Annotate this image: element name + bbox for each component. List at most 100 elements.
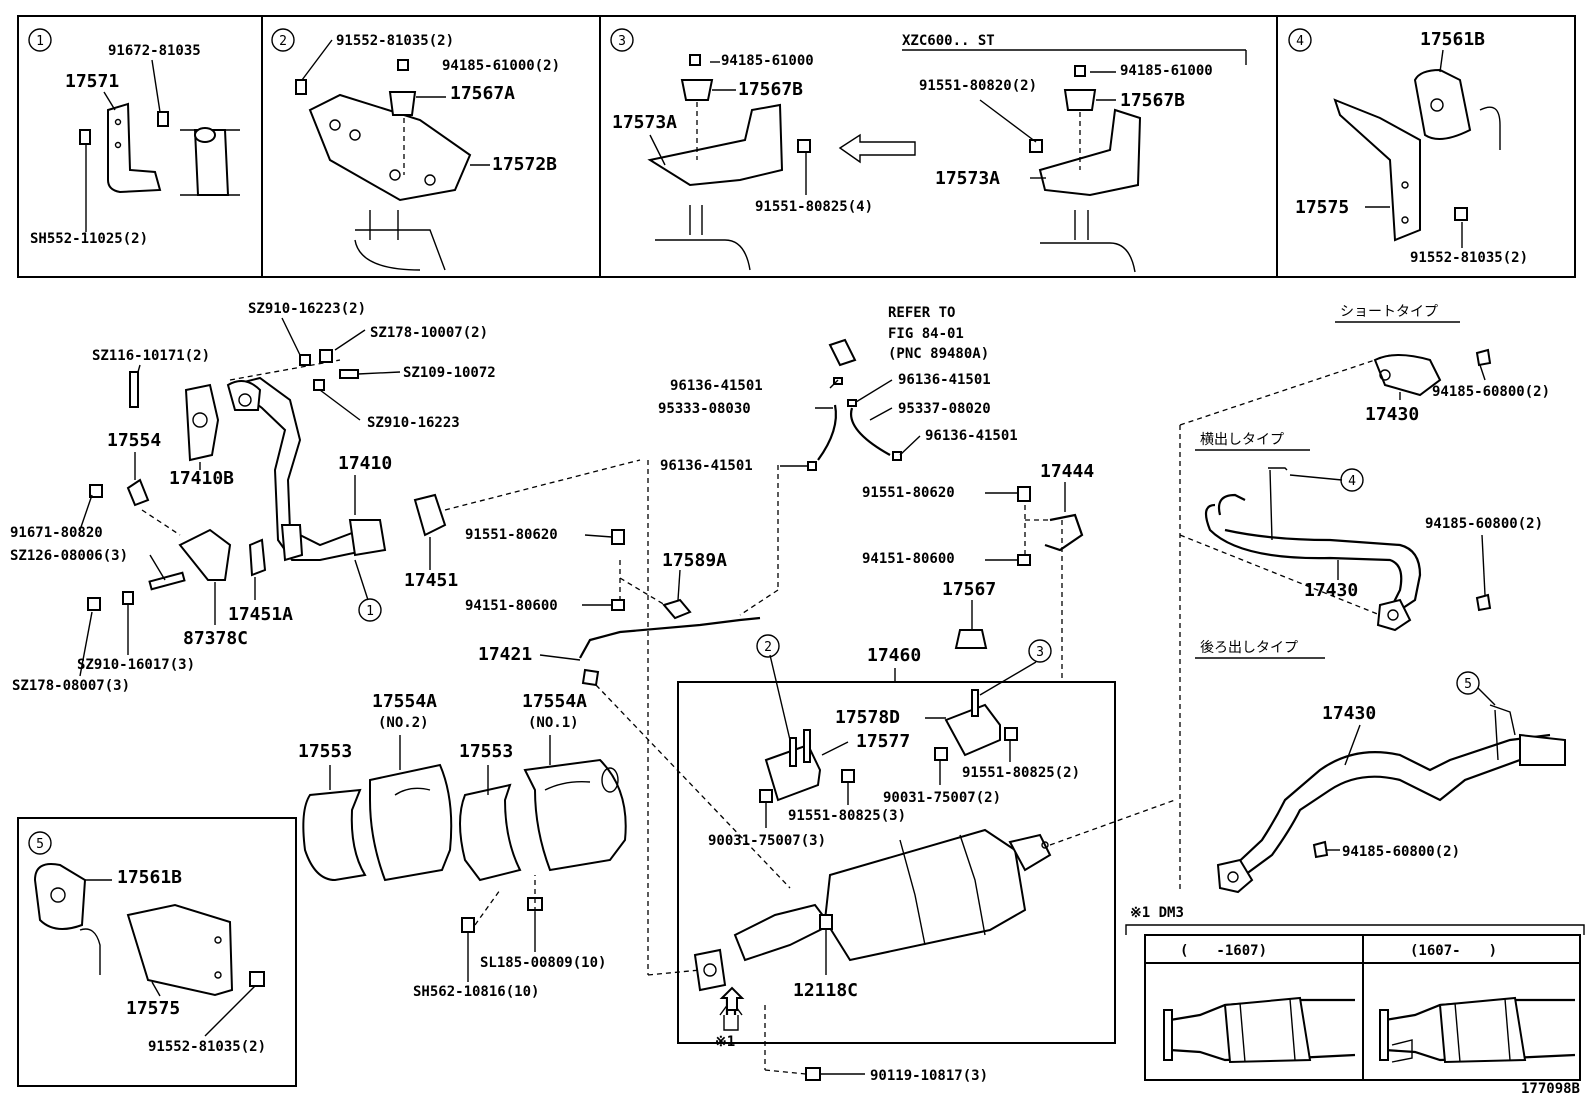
part-label: 94151-80600 xyxy=(862,551,955,567)
part-label: SZ178-08007(3) xyxy=(12,678,130,694)
callout-circle-1 xyxy=(28,28,52,52)
part-label: 90119-10817(3) xyxy=(870,1068,988,1084)
part-label: 17577 xyxy=(856,731,910,752)
part-label: 17451 xyxy=(404,570,458,591)
part-label: 91671-80820 xyxy=(10,525,103,541)
part-label: 17573A xyxy=(612,112,677,133)
part-label: 94185-60800(2) xyxy=(1425,516,1543,532)
sensor-pipe-drawing xyxy=(539,338,1084,976)
bracket-drawing xyxy=(79,59,240,232)
part-label: SZ116-10171(2) xyxy=(92,348,210,364)
inset-title: ※1 DM3 xyxy=(1130,905,1184,921)
part-label: 94185-61000 xyxy=(721,53,814,69)
refer-text: (PNC 89480A) xyxy=(888,346,989,362)
marker-label: ※1 xyxy=(715,1034,735,1050)
panel-1: 1 91672-81035 17571 SH552-11025(2) xyxy=(28,28,240,247)
dm3-pipe-left xyxy=(1163,996,1356,1064)
part-label: 90031-75007(2) xyxy=(883,790,1001,806)
callout-circle-4 xyxy=(1288,28,1312,52)
part-label: 91672-81035 xyxy=(108,43,201,59)
part-label: SZ910-16017(3) xyxy=(77,657,195,673)
part-label: 94185-61000 xyxy=(1120,63,1213,79)
part-label: 17573A xyxy=(935,168,1000,189)
tailpipe-group: ショートタイプ 94185-60800(2) 17430 横出しタイプ 9418… xyxy=(1179,304,1566,894)
bracket-drawing xyxy=(647,54,1142,273)
inset-col-header: ( -1607) xyxy=(1180,943,1267,959)
inset-col-header: (1607- ) xyxy=(1410,943,1497,959)
part-label: 91551-80825(4) xyxy=(755,199,873,215)
callout-number: 4 xyxy=(1296,34,1304,49)
refer-text: REFER TO xyxy=(888,305,955,321)
callout-circle-5 xyxy=(28,831,52,855)
part-label: 17561B xyxy=(1420,29,1485,50)
part-label: 17430 xyxy=(1365,404,1419,425)
part-label: 17575 xyxy=(1295,197,1349,218)
left-group: SZ910-16223(2) SZ178-10007(2) SZ116-1017… xyxy=(10,301,641,694)
part-label: 17554 xyxy=(107,430,161,451)
part-label: SZ126-08006(3) xyxy=(10,548,128,564)
part-label: 90031-75007(3) xyxy=(708,833,826,849)
diagram-id: 177098B xyxy=(1521,1081,1580,1097)
dm3-inset: ※1 DM3 ( -1607) (1607- ) xyxy=(1125,905,1585,1081)
part-label: 91551-80820(2) xyxy=(919,78,1037,94)
part-label: SH562-10816(10) xyxy=(413,984,539,1000)
panel-4: 4 17561B 17575 91552-81035(2) xyxy=(1288,28,1528,266)
dm3-pipe-right xyxy=(1379,996,1576,1064)
part-label: 17554A xyxy=(372,691,437,712)
part-label: 91552-81035(2) xyxy=(1410,250,1528,266)
part-label: SZ910-16223(2) xyxy=(248,301,366,317)
variant-label: 横出しタイプ xyxy=(1200,432,1284,448)
part-label: 91551-80825(2) xyxy=(962,765,1080,781)
callout-circle-3 xyxy=(610,28,634,52)
part-label: (NO.2) xyxy=(378,715,429,731)
variant-title: XZC600.. ST xyxy=(902,33,995,49)
part-label: 17578D xyxy=(835,707,900,728)
part-label: 17444 xyxy=(1040,461,1094,482)
variant-label: ショートタイプ xyxy=(1340,304,1438,320)
callout-number: 4 xyxy=(1348,474,1356,489)
callout-circle-2 xyxy=(271,28,295,52)
part-label: 17410 xyxy=(338,453,392,474)
variant-label: 後ろ出しタイプ xyxy=(1200,640,1298,656)
part-label: 91551-80825(3) xyxy=(788,808,906,824)
part-label: 17567 xyxy=(942,579,996,600)
part-label: 17421 xyxy=(478,644,532,665)
part-label: 94185-60800(2) xyxy=(1432,384,1550,400)
part-label: 94185-60800(2) xyxy=(1342,844,1460,860)
bracket-drawing xyxy=(1333,49,1501,248)
callout-number: 3 xyxy=(1036,645,1044,660)
panel-5: 5 17561B 17575 91552-81035(2) xyxy=(17,817,297,1087)
part-label: 17451A xyxy=(228,604,293,625)
part-label: SZ910-16223 xyxy=(367,415,460,431)
muffler-group: 17460 17578D 17577 91551-80825(2) 90031-… xyxy=(677,634,1176,1084)
part-label: 17553 xyxy=(298,741,352,762)
callout-number: 2 xyxy=(279,34,287,49)
heat-shield-drawing xyxy=(302,735,627,982)
part-label: 12118C xyxy=(793,980,858,1001)
part-label: 17567B xyxy=(1120,90,1185,111)
part-label: SH552-11025(2) xyxy=(30,231,148,247)
part-label: 17589A xyxy=(662,550,727,571)
part-label: 17567A xyxy=(450,83,515,104)
part-label: 91552-81035(2) xyxy=(148,1039,266,1055)
part-label: 17571 xyxy=(65,71,119,92)
panel-3: 3 XZC600.. ST 94185-61000 17567B 17573A … xyxy=(610,28,1247,273)
tailpipe-drawing: 4 5 xyxy=(1179,348,1566,894)
part-label: 91551-80620 xyxy=(862,485,955,501)
part-label: 96136-41501 xyxy=(898,372,991,388)
part-label: 17554A xyxy=(522,691,587,712)
part-label: 17575 xyxy=(126,998,180,1019)
part-label: 95337-08020 xyxy=(898,401,991,417)
part-label: 96136-41501 xyxy=(670,378,763,394)
callout-number: 5 xyxy=(36,837,44,852)
part-label: 17567B xyxy=(738,79,803,100)
part-label: SL185-00809(10) xyxy=(480,955,606,971)
part-label: 17553 xyxy=(459,741,513,762)
part-label: 17410B xyxy=(169,468,234,489)
muffler-drawing: 2 3 xyxy=(693,634,1176,1081)
part-label: 96136-41501 xyxy=(660,458,753,474)
converter-group: 17554A (NO.2) 17554A (NO.1) 17553 17553 … xyxy=(298,691,627,1000)
part-label: (NO.1) xyxy=(528,715,579,731)
callout-number: 1 xyxy=(36,34,44,49)
part-label: 17430 xyxy=(1322,703,1376,724)
